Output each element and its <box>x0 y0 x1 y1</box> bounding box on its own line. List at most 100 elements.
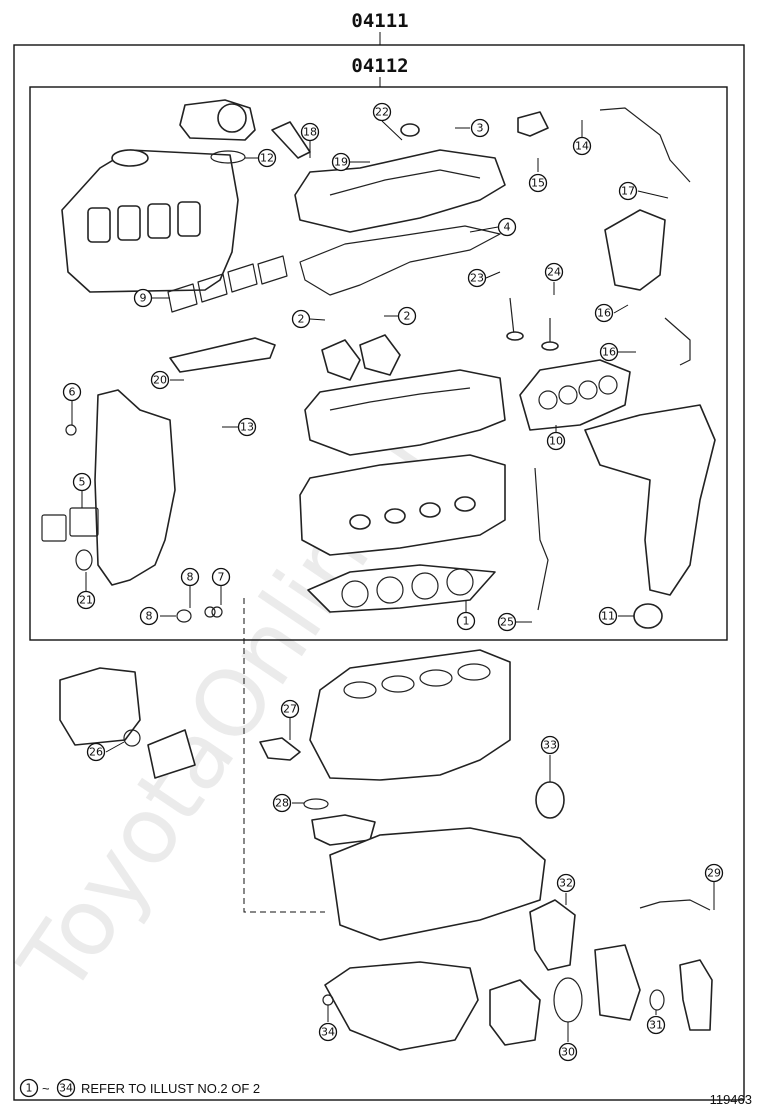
footer-range-end-circle <box>56 1078 76 1098</box>
callout-8-upper: 8 <box>180 567 200 587</box>
o-ring-8b <box>204 606 216 618</box>
svg-text:2: 2 <box>404 310 411 323</box>
camshaft-housing <box>304 369 506 456</box>
part-27 <box>259 737 301 761</box>
callout-16-upper: 16 <box>594 303 614 323</box>
callout-10: 10 <box>546 431 566 451</box>
svg-text:10: 10 <box>549 435 563 448</box>
intake-manifold <box>61 149 239 293</box>
cylinder-head-gasket <box>307 564 496 613</box>
svg-text:3: 3 <box>477 122 484 135</box>
water-pump-gasket <box>553 977 583 1023</box>
svg-text:16: 16 <box>602 346 616 359</box>
water-inlet <box>594 944 641 1021</box>
gasket-5 <box>69 507 99 537</box>
valve-cover <box>294 123 506 233</box>
svg-text:13: 13 <box>240 421 254 434</box>
timing-cover <box>94 389 176 586</box>
seal-21 <box>75 549 93 571</box>
pipe-29 <box>639 899 711 911</box>
svg-text:24: 24 <box>547 266 561 279</box>
exhaust-manifold <box>584 404 716 596</box>
svg-text:2: 2 <box>298 313 305 326</box>
svg-text:12: 12 <box>260 152 274 165</box>
svg-text:17: 17 <box>621 185 635 198</box>
gasket-5b <box>41 514 67 542</box>
callout-23: 23 <box>467 268 487 288</box>
footer-range-start-circle <box>19 1078 39 1098</box>
callout-9: 9 <box>133 288 153 308</box>
callout-11: 11 <box>598 606 618 626</box>
seal-26 <box>123 729 141 747</box>
svg-text:28: 28 <box>275 797 289 810</box>
outer-kit-frame <box>13 44 745 1101</box>
engine-block <box>309 649 511 781</box>
cylinder-head <box>299 454 506 556</box>
callout-33: 33 <box>540 735 560 755</box>
svg-text:11: 11 <box>601 610 615 623</box>
svg-text:5: 5 <box>79 476 86 489</box>
svg-text:21: 21 <box>79 594 93 607</box>
o-ring-31 <box>649 989 665 1011</box>
plug-34 <box>322 994 334 1006</box>
oil-pan-lower <box>324 961 479 1051</box>
callout-19: 19 <box>331 152 351 172</box>
water-bypass-pipe <box>664 317 691 366</box>
svg-text:8: 8 <box>187 571 194 584</box>
outer-kit-code: 04111 <box>351 10 408 32</box>
cam-bearing-caps <box>321 334 401 381</box>
svg-text:14: 14 <box>575 140 589 153</box>
svg-text:22: 22 <box>375 106 389 119</box>
callout-20: 20 <box>150 370 170 390</box>
footer-note-text: REFER TO ILLUST NO.2 OF 2 <box>81 1081 260 1096</box>
inner-kit-code: 04112 <box>351 55 408 77</box>
callout-2-left: 2 <box>291 309 311 329</box>
svg-text:15: 15 <box>531 177 545 190</box>
callout-8-lower: 8 <box>139 606 159 626</box>
svg-text:31: 31 <box>649 1019 663 1032</box>
callout-14: 14 <box>572 136 592 156</box>
svg-text:32: 32 <box>559 877 573 890</box>
svg-text:4: 4 <box>504 221 511 234</box>
callout-2-right: 2 <box>397 306 417 326</box>
footer-range-start: 1 <box>26 1082 33 1095</box>
inner-kit-frame <box>29 86 728 641</box>
water-outlet <box>679 959 713 1031</box>
oil-seal-front <box>633 603 663 629</box>
callout-4: 4 <box>497 217 517 237</box>
callout-3: 3 <box>470 118 490 138</box>
o-ring-8 <box>176 609 192 623</box>
svg-text:34: 34 <box>321 1026 335 1039</box>
svg-text:19: 19 <box>334 156 348 169</box>
svg-text:8: 8 <box>146 610 153 623</box>
callout-30: 30 <box>558 1042 578 1062</box>
bracket <box>147 729 196 779</box>
svg-text:7: 7 <box>218 571 225 584</box>
thermostat-housing <box>489 979 541 1046</box>
throttle-gasket <box>210 150 246 164</box>
valves <box>506 297 559 351</box>
svg-text:20: 20 <box>153 374 167 387</box>
rear-oil-seal <box>535 781 565 819</box>
callout-21: 21 <box>76 590 96 610</box>
callout-24: 24 <box>544 262 564 282</box>
washer-6 <box>65 424 77 436</box>
svg-text:6: 6 <box>69 386 76 399</box>
callout-7: 7 <box>211 567 231 587</box>
callout-16-lower: 16 <box>599 342 619 362</box>
callout-28: 28 <box>272 793 292 813</box>
dipstick-guide <box>534 467 549 611</box>
callout-25: 25 <box>497 612 517 632</box>
callout-1: 1 <box>456 611 476 631</box>
dashed-connector <box>243 598 325 913</box>
fuel-rail <box>169 337 276 373</box>
exhaust-manifold-gasket <box>519 359 631 431</box>
footer-range-end: 34 <box>59 1082 73 1095</box>
svg-text:16: 16 <box>597 307 611 320</box>
callout-6: 6 <box>62 382 82 402</box>
svg-text:26: 26 <box>89 746 103 759</box>
gasket-28 <box>303 798 329 810</box>
callout-22: 22 <box>372 102 392 122</box>
footer-note: 1 ~ 34 REFER TO ILLUST NO.2 OF 2 <box>19 1078 260 1098</box>
